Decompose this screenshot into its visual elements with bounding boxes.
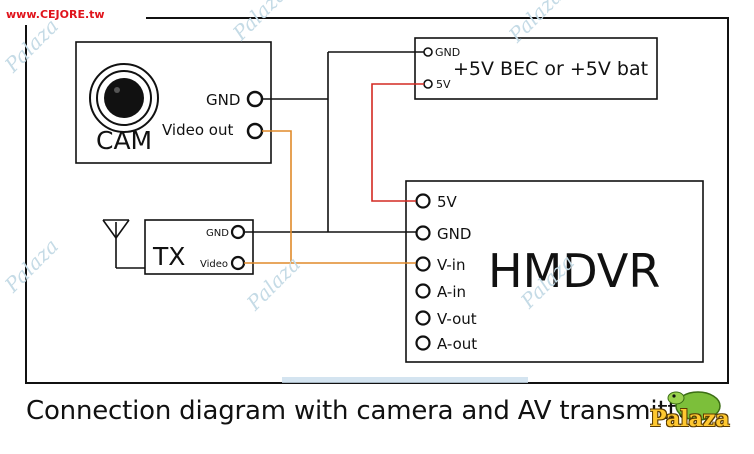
- cam-video-label: Video out: [162, 121, 233, 139]
- hmdvr-pin-terminal: [415, 283, 431, 299]
- power-gnd-terminal: [423, 47, 433, 57]
- video-wire: [262, 130, 416, 264]
- power-gnd-label: GND: [435, 46, 460, 59]
- tx-video-label: Video: [200, 259, 228, 270]
- hmdvr-pin-terminal: [415, 256, 431, 272]
- antenna-icon: [102, 219, 145, 269]
- cam-video-terminal: [246, 122, 264, 140]
- hmdvr-title: HMDVR: [488, 244, 660, 298]
- hmdvr-pin-terminal: [415, 310, 431, 326]
- power-5v-label: 5V: [436, 78, 451, 91]
- hmdvr-pin-terminal: [415, 335, 431, 351]
- logo-text: Palaza: [650, 406, 730, 432]
- power-box: [414, 37, 658, 100]
- decorative-smudge: [282, 377, 528, 383]
- hmdvr-pin-terminal: [415, 193, 431, 209]
- power-title: +5V BEC or +5V bat: [453, 58, 648, 80]
- hmdvr-box: [405, 180, 704, 363]
- hmdvr-pin-label: V-out: [437, 310, 477, 328]
- hmdvr-pin-label: V-in: [437, 256, 465, 274]
- power-5v-wire: [371, 83, 424, 202]
- hmdvr-pin-terminal: [415, 225, 431, 241]
- hmdvr-pin-list: 5V GND V-in A-in V-out A-out: [415, 193, 477, 353]
- ground-wires: [244, 51, 424, 233]
- cam-title: CAM: [96, 126, 152, 155]
- hmdvr-pin-label: A-out: [437, 335, 477, 353]
- camera-lens-icon: [89, 63, 159, 133]
- cam-gnd-terminal: [246, 90, 264, 108]
- power-5v-terminal: [423, 79, 433, 89]
- hmdvr-pin-label: GND: [437, 225, 471, 243]
- logo-mascot-icon: [667, 391, 721, 421]
- tx-title: TX: [152, 242, 185, 271]
- tx-video-terminal: [230, 255, 246, 271]
- tx-gnd-terminal: [230, 224, 246, 240]
- hmdvr-pin-label: 5V: [437, 193, 458, 211]
- diagram-caption: Connection diagram with camera and AV tr…: [26, 396, 704, 426]
- palaza-logo: Palaza: [646, 384, 750, 446]
- site-tag: www.CEJORE.tw: [0, 5, 146, 25]
- cam-gnd-label: GND: [206, 91, 240, 109]
- tx-gnd-label: GND: [206, 228, 229, 239]
- hmdvr-pin-label: A-in: [437, 283, 466, 301]
